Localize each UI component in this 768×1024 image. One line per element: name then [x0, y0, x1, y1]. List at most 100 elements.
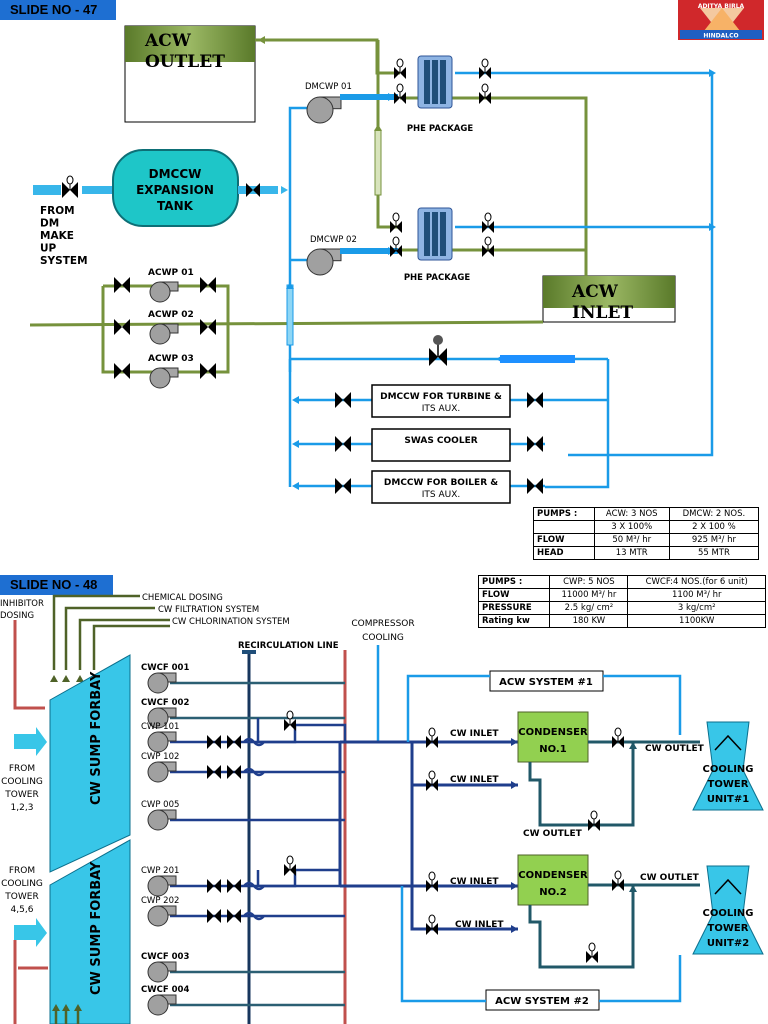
cw-outlet-valve: [612, 736, 618, 748]
cw-pump-valve: [227, 909, 234, 923]
makeup-valve: [62, 182, 70, 198]
phe-valve: [484, 212, 492, 222]
dosing-line: [78, 618, 170, 670]
phe-valve: [392, 236, 400, 246]
inhibitor-label: DOSING: [0, 611, 34, 621]
control-valve: [438, 348, 447, 366]
dosing-line: [52, 594, 140, 670]
cw-outlet-valve: [618, 736, 624, 748]
acwp-valve: [122, 277, 130, 293]
logo-text: HINDALCO: [703, 33, 738, 40]
cooling-tower-1-label: UNIT#1: [707, 794, 749, 805]
swas-cooler-box-label: SWAS COOLER: [404, 436, 477, 446]
acw-outlet-header: [125, 26, 255, 62]
expansion-tank-label: TANK: [157, 199, 194, 213]
consumer-valve: [527, 436, 535, 452]
forbay-label: CW SUMP FORBAY: [89, 861, 104, 995]
phe-valve: [394, 67, 400, 79]
cw-pump-valve: [207, 765, 214, 779]
expansion-tank-label: DMCCW: [149, 167, 202, 181]
cw-pump-valve: [227, 765, 234, 779]
swas-cooler-box: [371, 428, 511, 462]
acw-system-pipe: [400, 886, 486, 1003]
condenser-label: NO.2: [539, 887, 566, 898]
makeup-valve: [70, 182, 78, 198]
cw-inlet-valve: [432, 880, 438, 892]
cw-pump: [147, 672, 169, 694]
cw-sump-forbay: [49, 839, 131, 1024]
makeup-pipe: [82, 186, 116, 194]
dmcwp01-pump: [306, 96, 334, 124]
acwp-header: [101, 284, 230, 374]
chlorination-label: CW CHLORINATION SYSTEM: [172, 617, 290, 627]
cw-crossover: [256, 868, 340, 888]
condenser-label: NO.1: [539, 744, 566, 755]
cw-pump-valve: [214, 909, 221, 923]
recirculation-label: RECIRCULATION LINE: [238, 641, 339, 651]
acwp-valve: [122, 363, 130, 379]
acwp-valve: [208, 277, 216, 293]
from-dm-label: DM: [40, 218, 59, 230]
phe-valve: [396, 58, 404, 68]
from-tower-label: TOWER: [4, 790, 38, 800]
cw-pump-label: CWP 202: [141, 896, 179, 906]
acwp-valve: [200, 277, 208, 293]
cw-pump-valve: [207, 735, 214, 749]
acw-inlet-label: INLET: [572, 303, 633, 323]
recirculation-header: [242, 650, 256, 654]
from-dm-label: FROM: [40, 205, 75, 217]
phe-valve: [479, 67, 485, 79]
crossover-hop: [243, 737, 265, 747]
acwp-valve: [200, 319, 208, 335]
phe-package-2: [424, 212, 430, 256]
cw-inlet-valve: [432, 779, 438, 791]
arrow-right-icon: [43, 186, 50, 194]
cw-pump-label: CWP 201: [141, 866, 179, 876]
acwp-pump: [149, 367, 171, 389]
cw-pump-valve: [234, 765, 241, 779]
arrow-right-icon: [511, 781, 518, 789]
acw-system-1-box: [489, 670, 604, 692]
control-valve: [429, 348, 438, 366]
consumer-valve: [527, 392, 535, 408]
from-dm-label: MAKE: [40, 230, 74, 242]
dmcwp01-label: DMCWP 01: [305, 82, 352, 92]
boiler-consumer-box-label: ITS AUX.: [422, 490, 461, 500]
cw-outlet-valve: [590, 810, 598, 820]
cw-inlet-valve: [426, 736, 432, 748]
acwp-label: ACWP 02: [148, 310, 194, 320]
dmcw-pipe: [340, 248, 398, 254]
phe-valve: [485, 67, 491, 79]
dmcw-pipe: [500, 355, 575, 363]
phe-package-1: [424, 60, 430, 104]
dmcw-pipe: [286, 284, 294, 346]
compressor-cooling-label: COOLING: [362, 633, 404, 643]
arrow-up-icon: [52, 1004, 60, 1011]
phe-valve: [485, 92, 491, 104]
dosing-line: [92, 624, 170, 670]
condenser-label: CONDENSER: [518, 727, 588, 738]
cw-outlet-label: CW OUTLET: [645, 744, 705, 754]
acwp-label: ACWP 03: [148, 354, 194, 364]
phe-package-label: PHE PACKAGE: [407, 124, 474, 134]
consumer-valve: [535, 436, 543, 452]
cw-outlet-label: CW OUTLET: [640, 873, 700, 883]
logo-mark: [700, 8, 744, 36]
cw-valve: [284, 719, 290, 731]
cw-pump-label: CWCF 003: [141, 952, 189, 962]
cw-pump-valve: [207, 879, 214, 893]
expansion-tank-label: EXPANSION: [136, 183, 214, 197]
phe-valve: [396, 221, 402, 233]
cw-pump: [147, 875, 169, 897]
condenser-2: [517, 854, 589, 906]
consumer-valve: [535, 478, 543, 494]
phe-valve: [482, 221, 488, 233]
from-dm-label: UP: [40, 243, 57, 255]
cw-pump-label: CWCF 004: [141, 985, 189, 995]
from-tower-label: TOWER: [4, 892, 38, 902]
arrow-up-icon: [62, 1004, 70, 1011]
consumer-valve: [335, 436, 343, 452]
cw-pump-label: CWP 101: [141, 722, 179, 732]
phe-package-1: [432, 60, 438, 104]
acw-system-pipe: [599, 955, 682, 1003]
